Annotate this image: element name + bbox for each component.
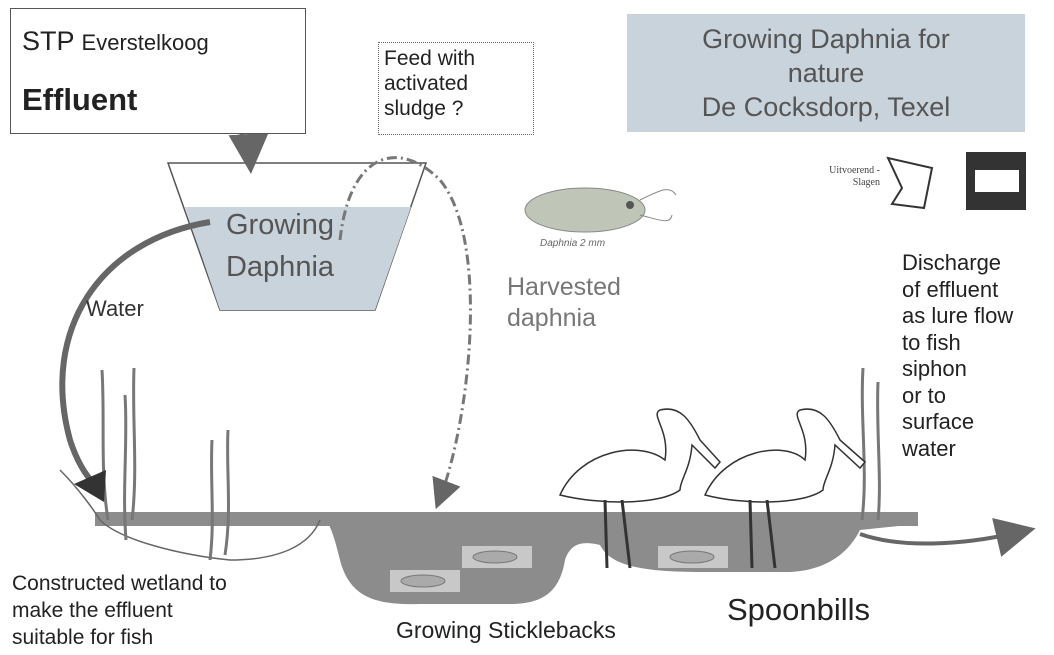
sticklebacks-label: Growing Sticklebacks bbox=[396, 617, 616, 644]
effluent-label: Effluent bbox=[22, 82, 137, 118]
stp-title: STP Everstelkoog bbox=[22, 26, 209, 57]
sponsor-text: Uitvoerend -Slagen bbox=[808, 165, 880, 189]
discharge-arrow bbox=[860, 532, 1020, 544]
ground-surface bbox=[95, 512, 918, 526]
water-label: Water bbox=[86, 296, 144, 322]
spoonbills-label: Spoonbills bbox=[727, 592, 870, 628]
daphnia-caption: Daphnia 2 mm bbox=[540, 238, 605, 249]
daphnia-icon bbox=[525, 188, 676, 232]
logo-icon bbox=[888, 152, 1026, 210]
